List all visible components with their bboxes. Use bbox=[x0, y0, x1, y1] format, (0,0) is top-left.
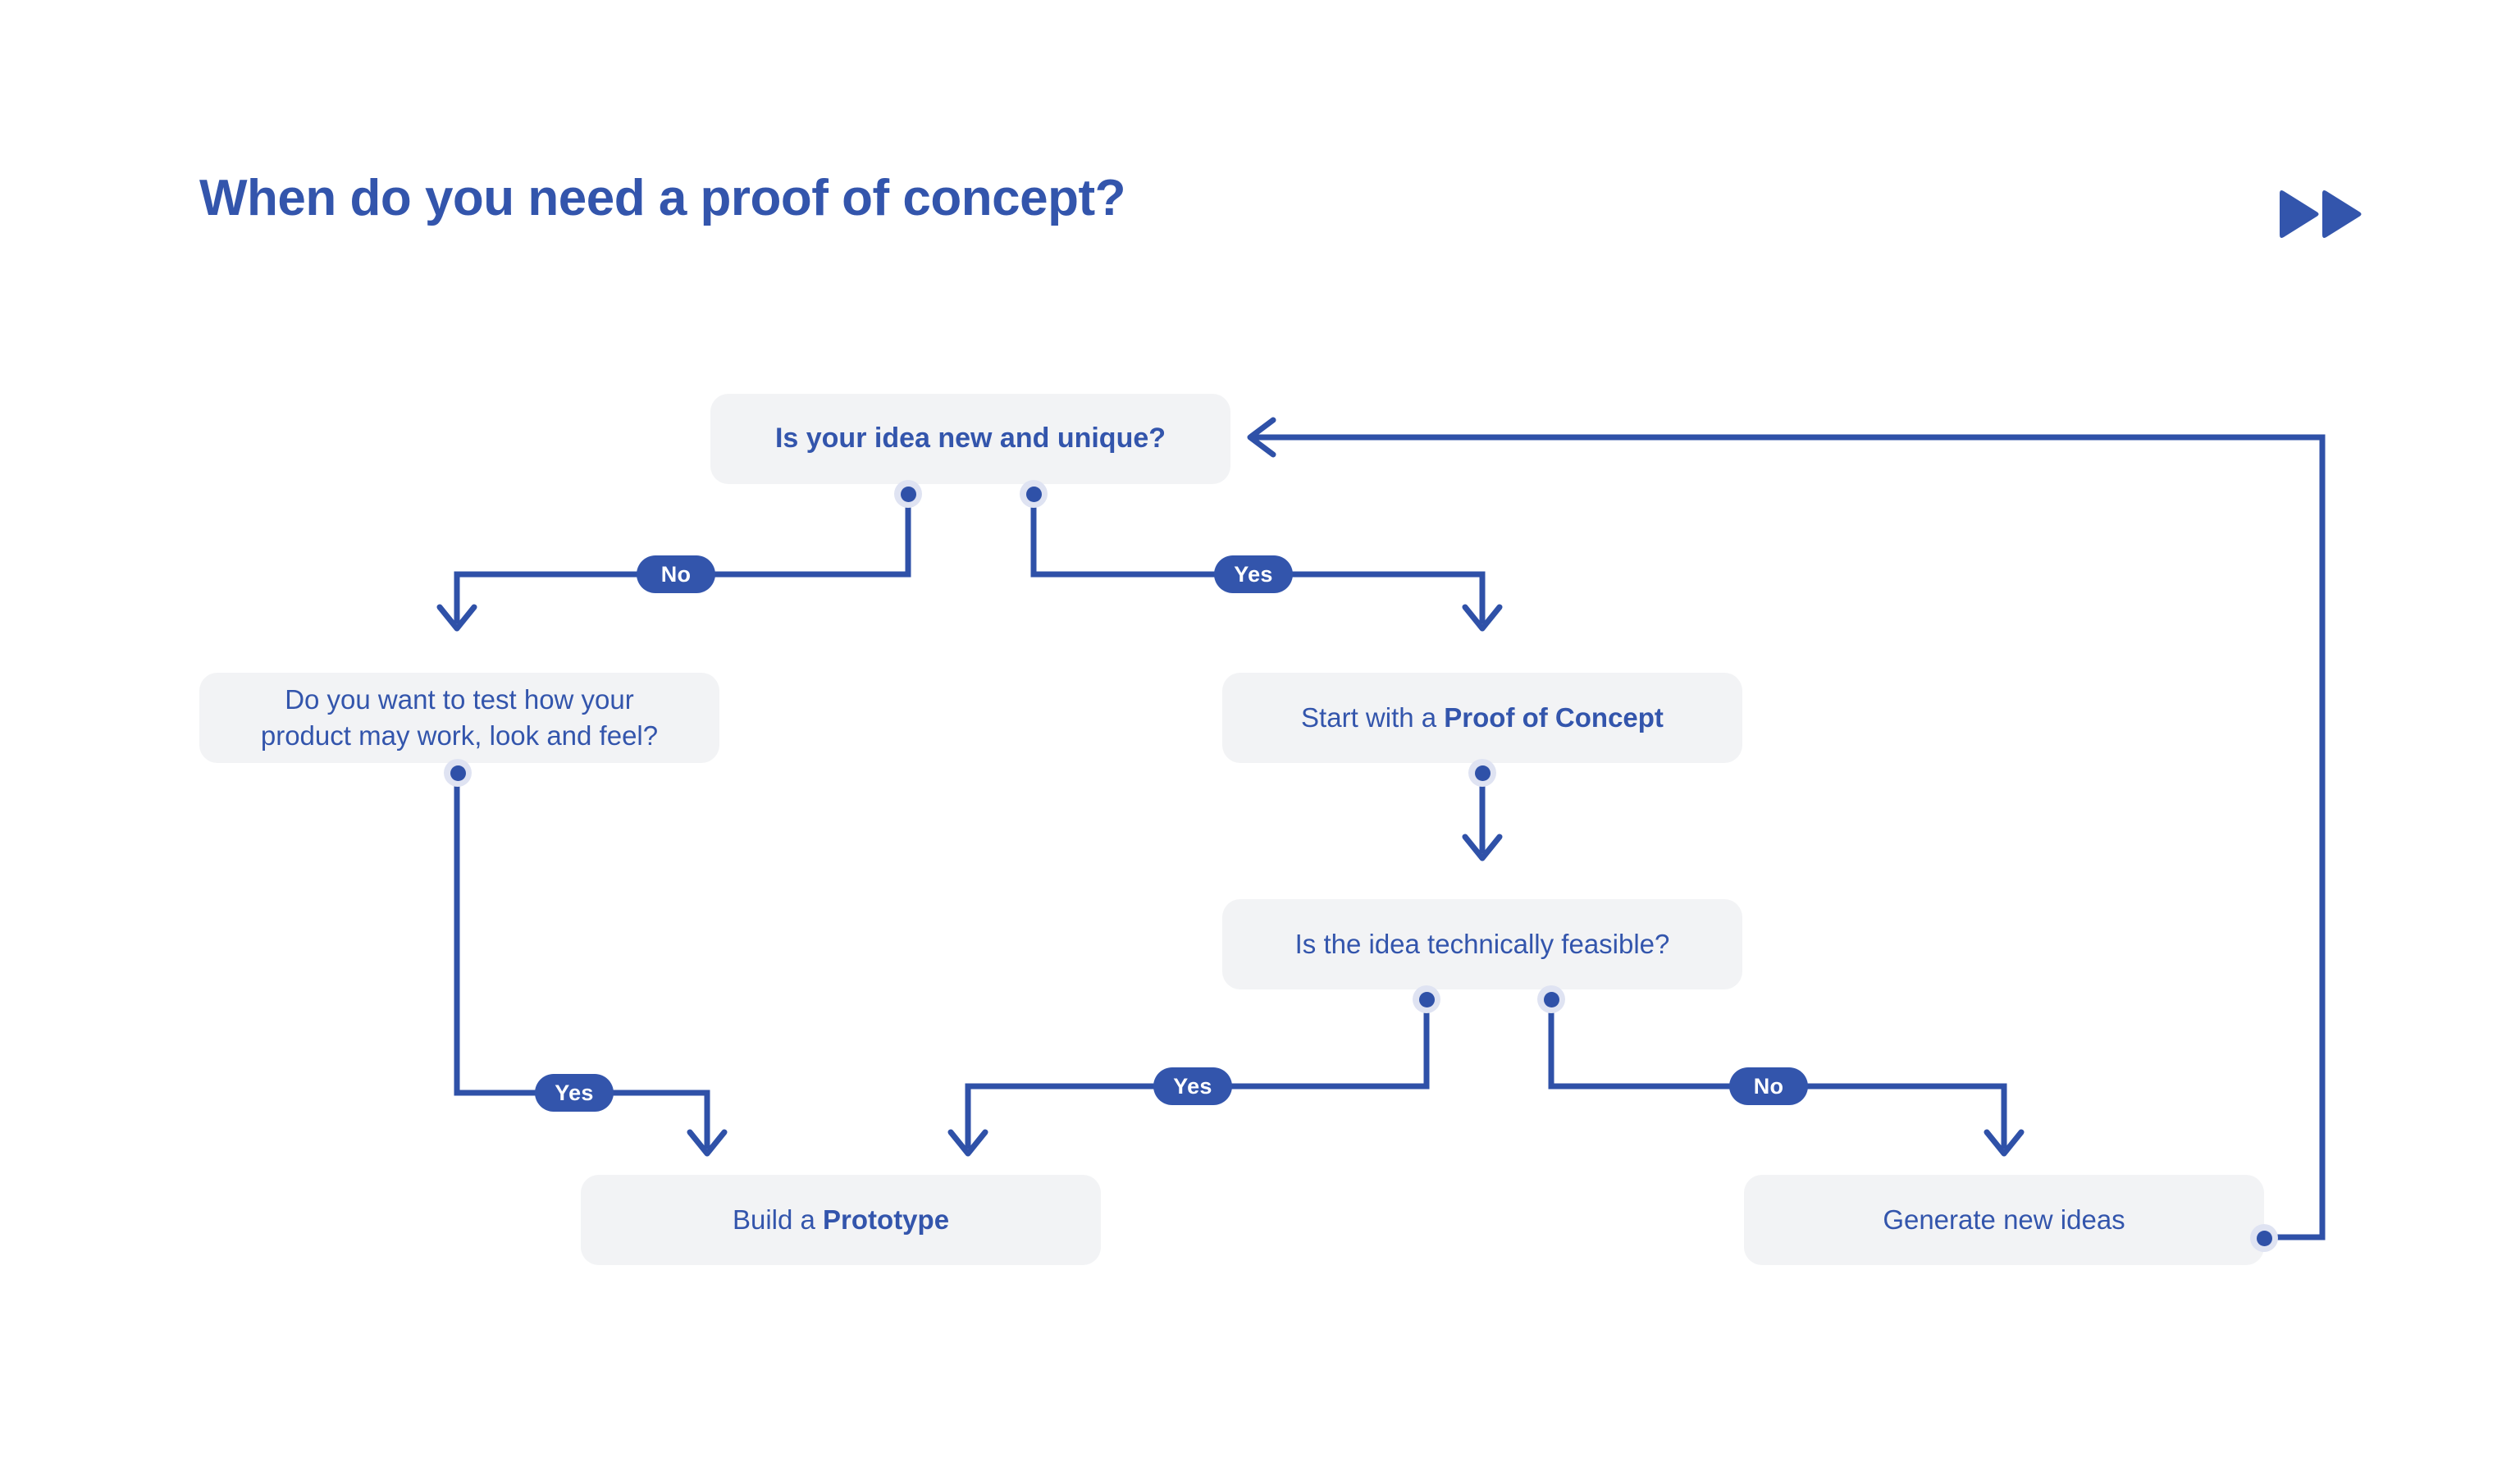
connector-dot-start-poc[interactable] bbox=[1468, 759, 1496, 787]
node-label: Do you want to test how your product may… bbox=[261, 682, 658, 754]
page-title: When do you need a proof of concept? bbox=[199, 170, 1125, 226]
node-is-your-idea-new-and-unique[interactable]: Is your idea new and unique? bbox=[710, 394, 1230, 484]
edge-label-yes-feasible[interactable]: Yes bbox=[1153, 1067, 1232, 1105]
node-label-prefix: Build a bbox=[732, 1204, 824, 1236]
connector-dot-idea-unique-no[interactable] bbox=[894, 480, 922, 508]
arrowhead-generate-ideas bbox=[1984, 1129, 2025, 1157]
node-label-line1: Do you want to test how your bbox=[285, 684, 634, 715]
node-label-prefix: Start with a bbox=[1301, 702, 1445, 733]
node-label: Start with a Proof of Concept bbox=[1301, 700, 1664, 736]
node-label: Generate new ideas bbox=[1883, 1204, 2125, 1236]
node-label: Is your idea new and unique? bbox=[774, 423, 1166, 455]
edge-label-yes-idea-unique[interactable]: Yes bbox=[1214, 555, 1293, 593]
arrowhead-test-product bbox=[436, 604, 477, 632]
arrowhead-prototype-right bbox=[947, 1129, 988, 1157]
edge-loop-back bbox=[1253, 434, 2326, 1240]
node-build-a-prototype[interactable]: Build a Prototype bbox=[581, 1175, 1101, 1265]
node-generate-new-ideas[interactable]: Generate new ideas bbox=[1744, 1175, 2264, 1265]
node-label-emphasis: Proof of Concept bbox=[1444, 702, 1664, 733]
node-label-emphasis: Prototype bbox=[823, 1204, 950, 1236]
node-do-you-want-to-test-product[interactable]: Do you want to test how your product may… bbox=[199, 673, 719, 763]
node-label: Is the idea technically feasible? bbox=[1294, 929, 1670, 960]
arrowhead-idea-unique bbox=[1247, 417, 1276, 458]
connector-dot-feasible-yes[interactable] bbox=[1413, 985, 1440, 1013]
arrowhead-start-poc bbox=[1462, 604, 1503, 632]
connector-dot-generate-ideas[interactable] bbox=[2250, 1224, 2278, 1252]
edge-label-yes-test-product[interactable]: Yes bbox=[535, 1074, 614, 1112]
connector-dot-idea-unique-yes[interactable] bbox=[1020, 480, 1048, 508]
node-label: Build a Prototype bbox=[733, 1202, 949, 1238]
connector-dot-feasible-no[interactable] bbox=[1537, 985, 1565, 1013]
edge-label-no-feasible[interactable]: No bbox=[1729, 1067, 1808, 1105]
edge-label-no-idea-unique[interactable]: No bbox=[637, 555, 715, 593]
node-label-line2: product may work, look and feel? bbox=[260, 720, 659, 751]
node-is-the-idea-technically-feasible[interactable]: Is the idea technically feasible? bbox=[1222, 899, 1742, 989]
arrowhead-feasible bbox=[1462, 834, 1503, 861]
arrowhead-prototype-left bbox=[687, 1129, 728, 1157]
node-start-with-a-proof-of-concept[interactable]: Start with a Proof of Concept bbox=[1222, 673, 1742, 763]
fast-forward-double-triangle-icon bbox=[2280, 190, 2362, 238]
connector-dot-test-product[interactable] bbox=[444, 759, 472, 787]
